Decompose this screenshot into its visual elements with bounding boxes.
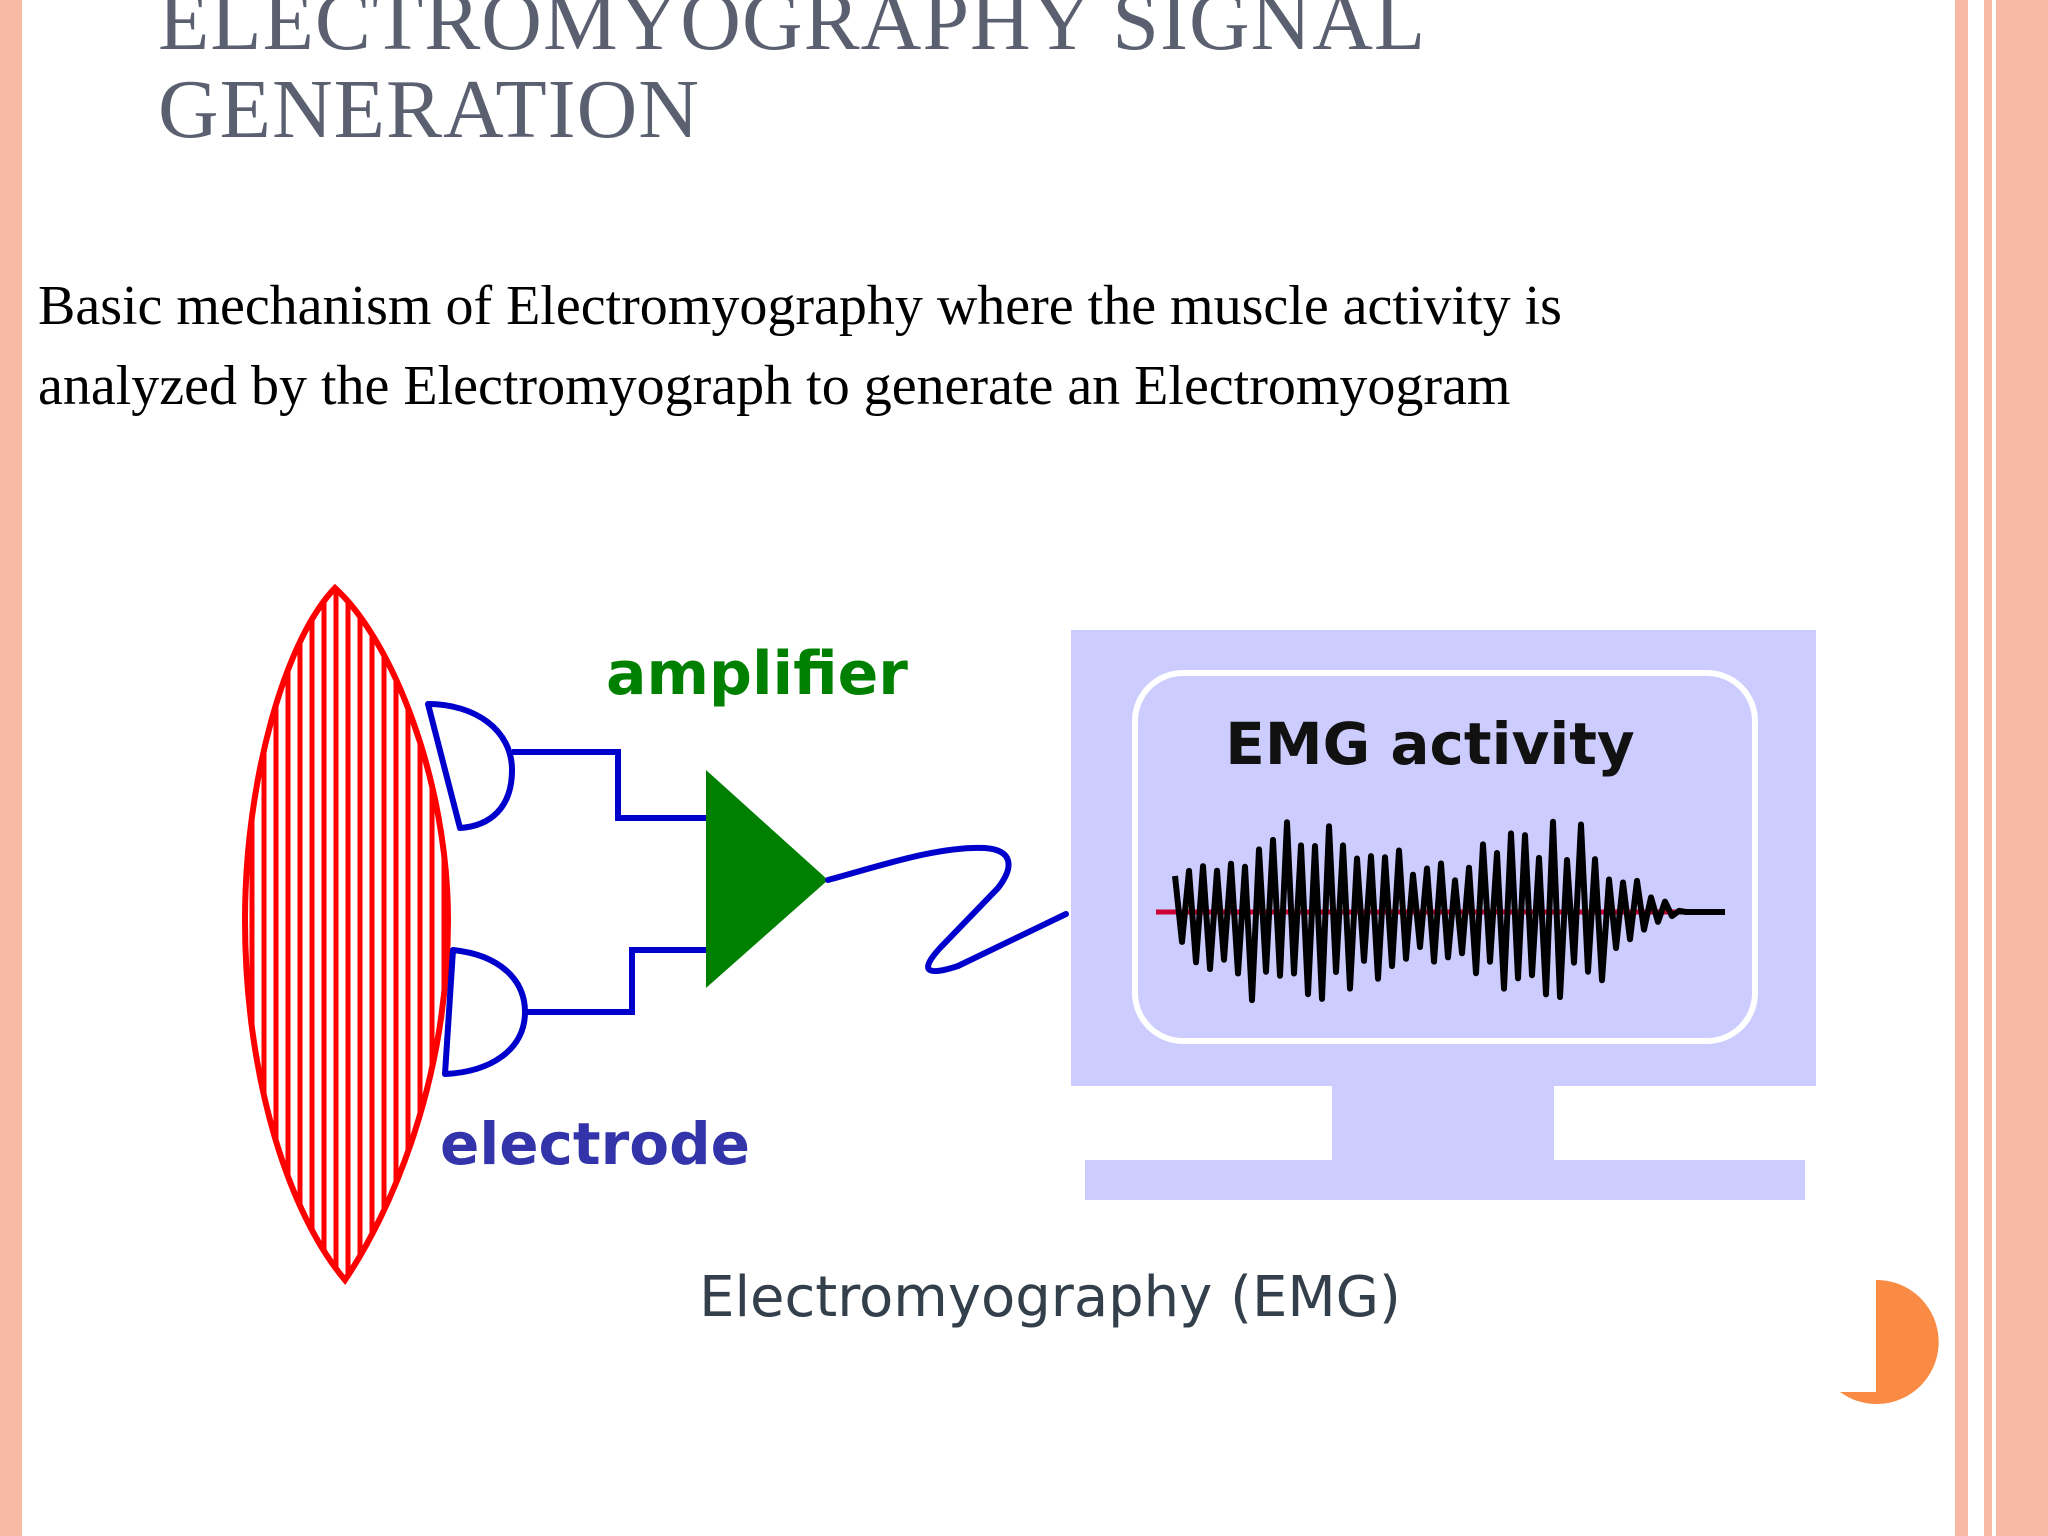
right-border-stripe xyxy=(1992,0,1996,1536)
decorative-half-circle xyxy=(1840,1279,1939,1404)
muscle-fiber-bundle xyxy=(241,583,452,1285)
amplifier-label: amplifier xyxy=(606,639,908,709)
electrode-bottom xyxy=(442,947,528,1077)
slide-body-text: Basic mechanism of Electromyography wher… xyxy=(38,275,1562,417)
emg-signal-trace xyxy=(1172,818,1725,1004)
output-cable xyxy=(825,844,1069,975)
right-border-gap xyxy=(1968,0,1984,1536)
wire-bottom xyxy=(525,947,708,1015)
amplifier-triangle xyxy=(706,770,828,988)
monitor-base xyxy=(1085,1160,1805,1200)
left-border xyxy=(0,0,22,1536)
diagram-caption: Electromyography (EMG) xyxy=(699,1265,1401,1330)
electrode-top xyxy=(425,701,515,831)
electrode-label: electrode xyxy=(440,1110,750,1178)
monitor-stand xyxy=(1332,1086,1554,1162)
muscle-outline xyxy=(241,583,452,1285)
wire-top xyxy=(512,749,708,821)
title-line-1: ELECTROMYOGRAPHY SIGNAL xyxy=(158,0,1427,68)
screen-label: EMG activity xyxy=(1225,710,1634,778)
monitor: EMG activity xyxy=(1071,630,1816,1200)
slide-title: ELECTROMYOGRAPHY SIGNAL GENERATION xyxy=(158,0,1426,154)
title-line-2: GENERATION xyxy=(158,63,700,156)
